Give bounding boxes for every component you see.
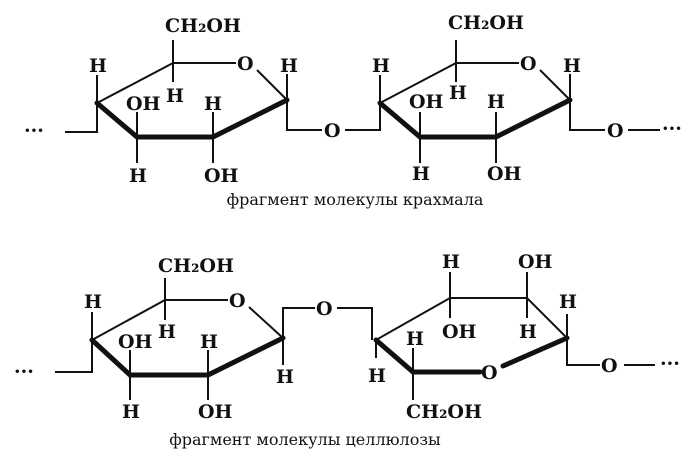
h-label: H: [449, 82, 467, 104]
starch-ring-2: CH₂OH O H H OH H H OH H O ···: [372, 12, 682, 185]
h-label: H: [563, 55, 581, 77]
h-label: H: [84, 291, 102, 313]
starch-ring-1: CH₂OH O H H OH H H OH H ··· O: [24, 15, 381, 187]
oh-label: OH: [204, 165, 239, 187]
h-label: H: [129, 165, 147, 187]
chain-continuation: ···: [662, 118, 682, 140]
h-label: H: [122, 401, 140, 423]
chain-continuation: ···: [24, 120, 44, 142]
starch-fragment: CH₂OH O H H OH H H OH H ··· O CH₂OH O H …: [24, 12, 682, 209]
h-label: H: [280, 55, 298, 77]
oh-label: OH: [126, 93, 161, 115]
h-label: H: [412, 163, 430, 185]
h-label: H: [200, 331, 218, 353]
ch2oh-label: CH₂OH: [165, 15, 241, 37]
h-label: H: [368, 365, 386, 387]
ch2oh-label: CH₂OH: [158, 255, 234, 277]
ring-oxygen-label: O: [520, 53, 537, 75]
chain-continuation: ···: [14, 361, 34, 383]
cellulose-ring-1: CH₂OH O H H OH H H OH H ··· O: [14, 255, 373, 423]
h-label: H: [442, 251, 460, 273]
h-label: H: [487, 91, 505, 113]
oh-label: OH: [118, 331, 153, 353]
h-label: H: [158, 321, 176, 343]
glycosidic-oxygen-label: O: [601, 355, 618, 377]
h-label: H: [204, 93, 222, 115]
h-label: H: [89, 55, 107, 77]
oh-label: OH: [487, 163, 522, 185]
glycosidic-oxygen-label: O: [316, 298, 333, 320]
glycosidic-oxygen-label: O: [607, 120, 624, 142]
oh-label: OH: [518, 251, 553, 273]
chain-continuation: ···: [660, 353, 680, 375]
h-label: H: [559, 291, 577, 313]
h-label: H: [406, 328, 424, 350]
ch2oh-label: CH₂OH: [448, 12, 524, 34]
h-label: H: [166, 85, 184, 107]
ring-oxygen-label: O: [229, 290, 246, 312]
glycosidic-oxygen-label: O: [324, 120, 341, 142]
h-label: H: [276, 366, 294, 388]
cellulose-ring-2: O H H CH₂OH H OH OH H H O ···: [368, 251, 680, 423]
cellulose-fragment: CH₂OH O H H OH H H OH H ··· O O H H CH₂O…: [14, 251, 680, 449]
starch-caption: фрагмент молекулы крахмала: [227, 190, 484, 209]
ring-oxygen-label: O: [237, 53, 254, 75]
oh-label: OH: [442, 321, 477, 343]
ch2oh-label: CH₂OH: [406, 401, 482, 423]
cellulose-caption: фрагмент молекулы целлюлозы: [169, 430, 441, 449]
ring-oxygen-label: O: [481, 362, 498, 384]
oh-label: OH: [198, 401, 233, 423]
h-label: H: [519, 321, 537, 343]
oh-label: OH: [409, 91, 444, 113]
h-label: H: [372, 55, 390, 77]
